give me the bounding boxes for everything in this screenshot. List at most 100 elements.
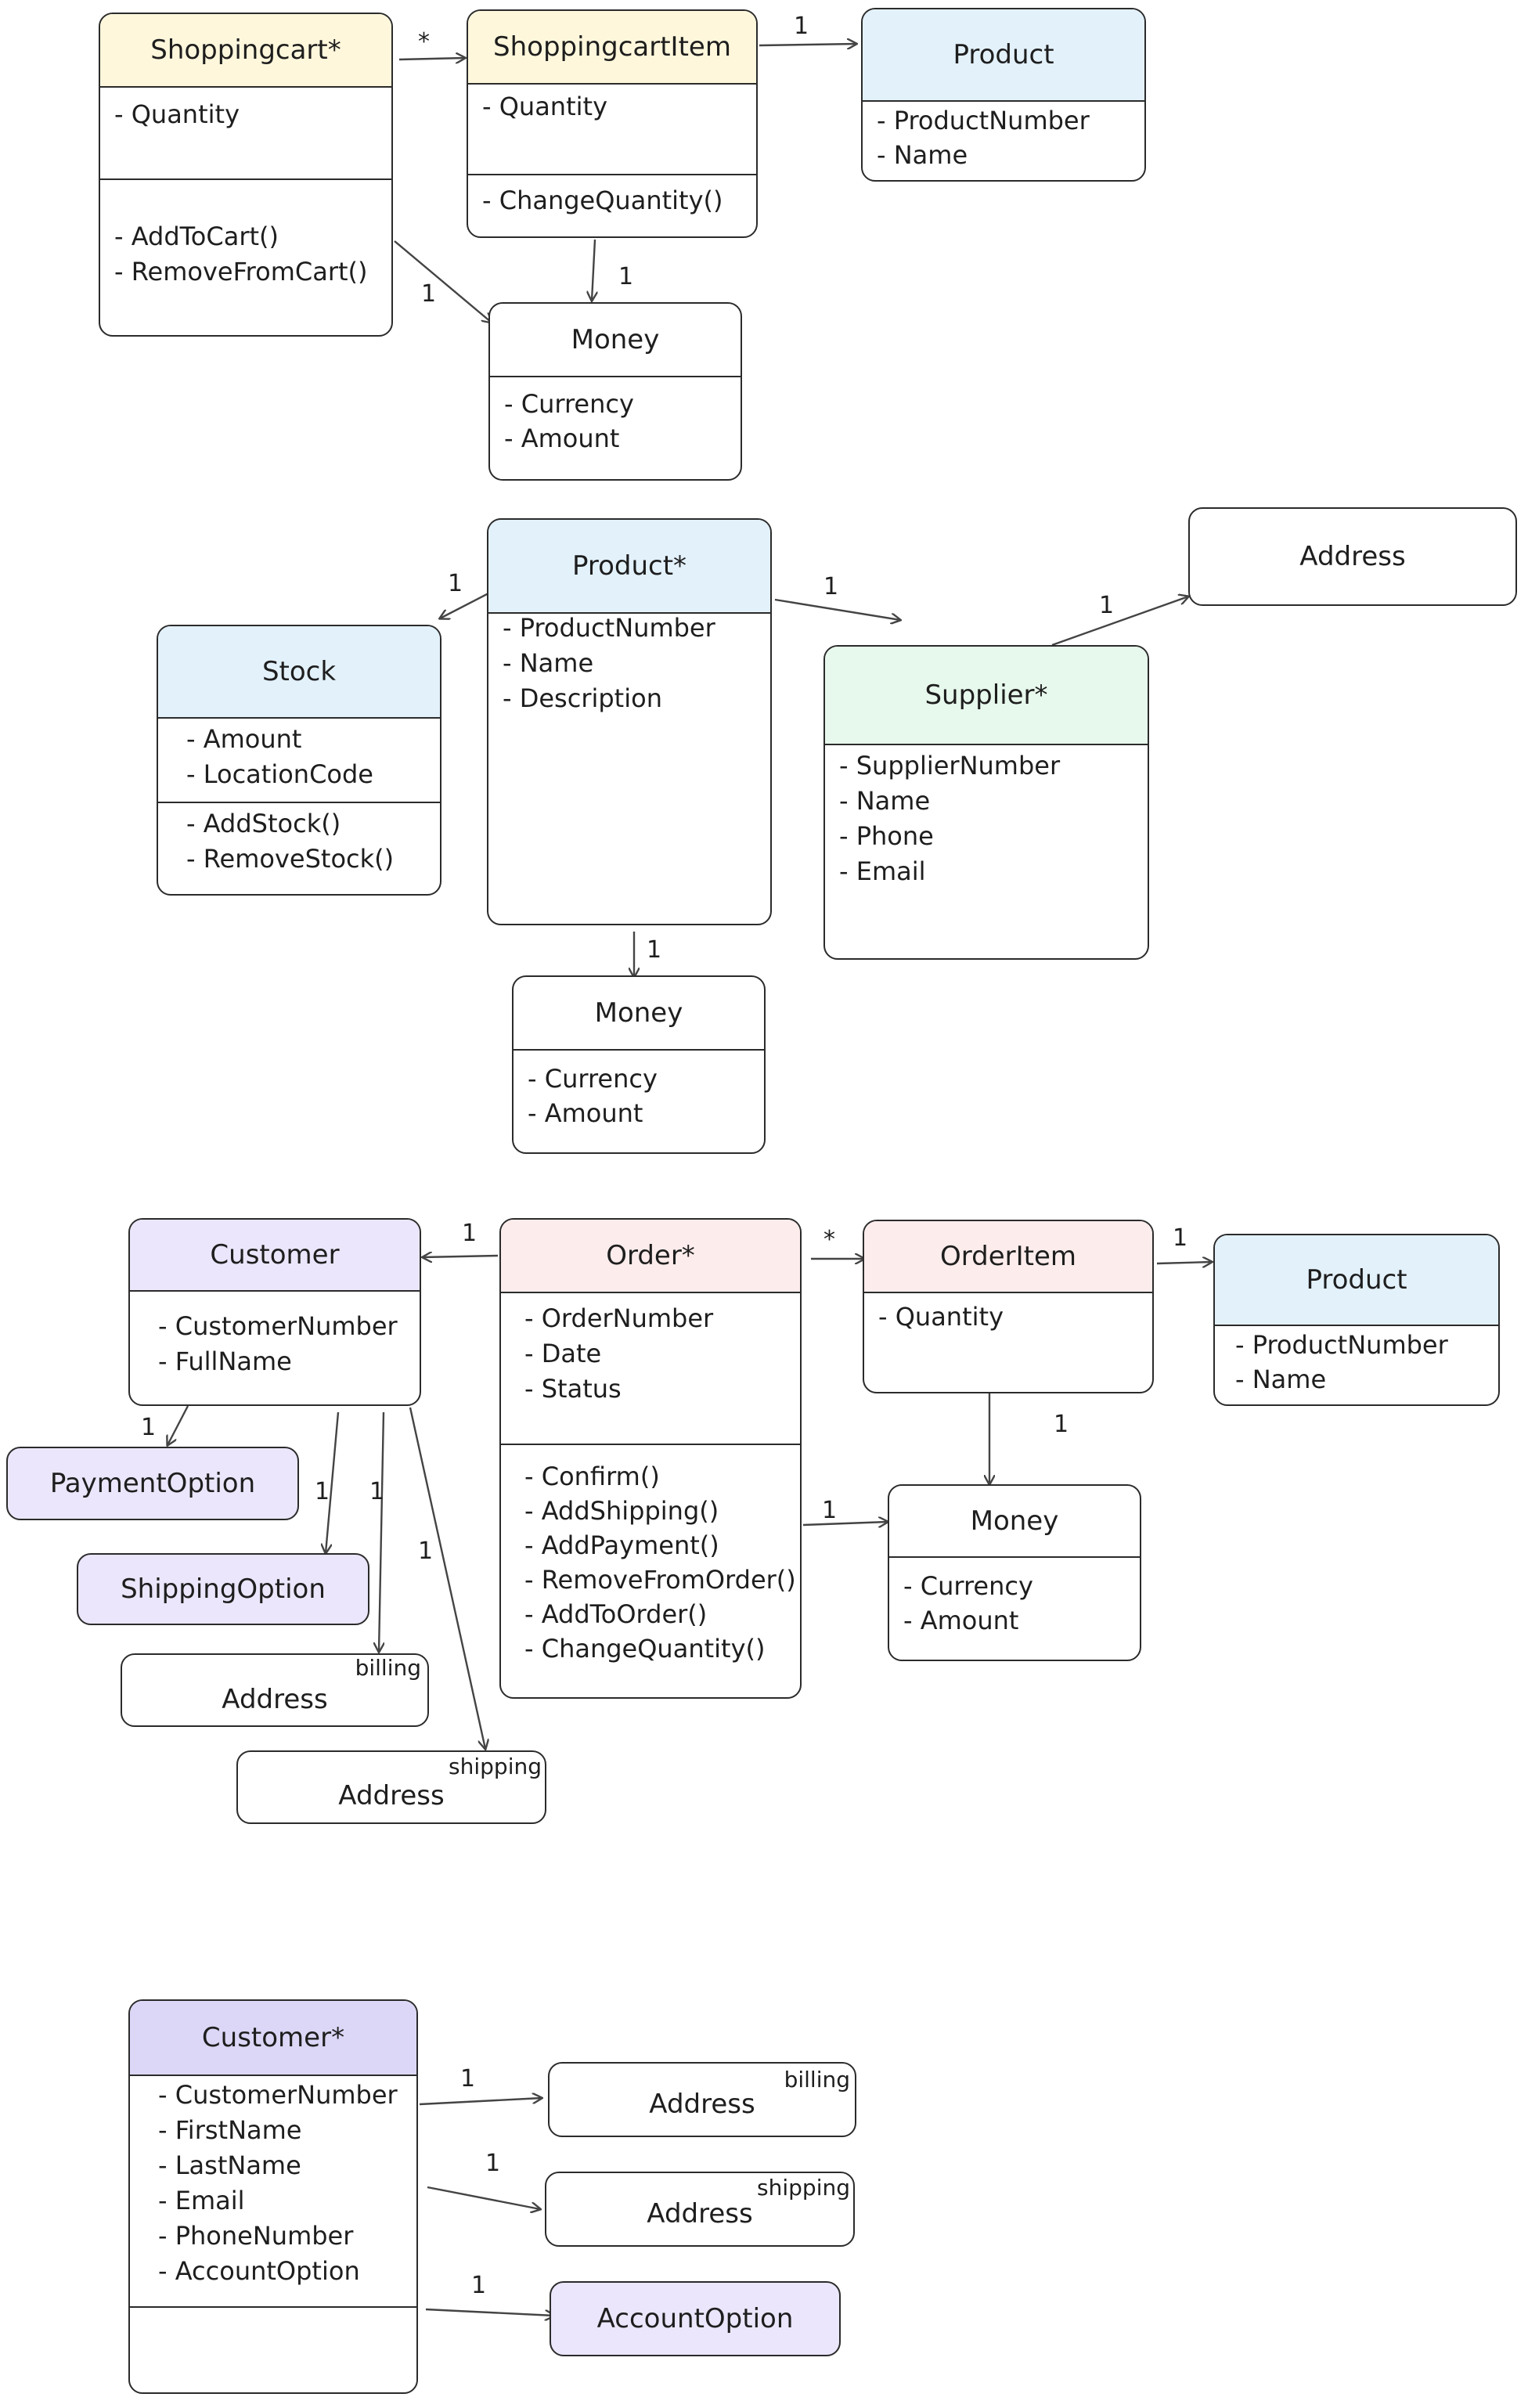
class-header: Product [863,9,1144,102]
role-label: billing [784,2067,850,2093]
class-title: Supplier* [924,680,1048,711]
attribute: - Name [503,648,594,678]
attribute: - Quantity [878,1302,1004,1332]
role-label: billing [355,1655,421,1681]
attribute: - Currency [528,1064,658,1094]
attribute-list: - CustomerNumber - FullName [158,1309,412,1379]
class-money[interactable]: Money - Currency - Amount [888,1484,1141,1661]
attribute-list: - ProductNumber - Name [877,103,1137,172]
attribute: - Date [524,1339,602,1368]
class-title: Customer* [201,2022,345,2053]
multiplicity-label: 1 [822,1497,838,1524]
attribute-list: - Quantity [482,89,748,124]
operation: - AddToOrder() [524,1599,708,1629]
operation: - AddShipping() [524,1496,719,1526]
class-title: ShippingOption [121,1573,326,1605]
attribute-list: - ProductNumber - Name - Description [503,611,762,716]
attribute-list: - Currency - Amount [903,1569,1132,1638]
multiplicity-label: 1 [823,573,839,600]
attribute: - Amount [903,1606,1019,1635]
class-money[interactable]: Money - Currency - Amount [488,302,742,481]
multiplicity-label: 1 [418,1537,434,1565]
class-title: Money [594,997,683,1029]
multiplicity-label: 1 [647,936,662,964]
class-title: AccountOption [596,2303,794,2334]
class-header: Money [490,304,741,377]
class-product[interactable]: Product - ProductNumber - Name [1213,1234,1500,1406]
operation-list: - ChangeQuantity() [482,183,748,218]
class-customer[interactable]: Customer* - CustomerNumber - FirstName -… [128,1999,418,2394]
class-address-billing[interactable]: Address billing [548,2062,856,2137]
attribute-list: - Quantity [878,1300,1144,1335]
class-customer[interactable]: Customer - CustomerNumber - FullName [128,1218,421,1406]
attribute-list: - CustomerNumber - FirstName - LastName … [158,2078,409,2289]
class-product[interactable]: Product* - ProductNumber - Name - Descri… [487,518,772,925]
class-accountoption[interactable]: AccountOption [550,2281,841,2356]
operation: - Confirm() [524,1462,660,1491]
attribute: - FirstName [158,2115,302,2145]
class-shippingoption[interactable]: ShippingOption [77,1553,369,1625]
attribute: - Status [524,1374,622,1404]
multiplicity-label: 1 [315,1478,330,1505]
edge-customer-to-billing-addr [419,2098,542,2106]
class-orderitem[interactable]: OrderItem - Quantity [863,1220,1154,1393]
multiplicity-label: 1 [618,263,634,290]
attribute: - Currency [504,389,634,419]
operation: - ChangeQuantity() [524,1634,766,1664]
divider [158,802,440,803]
operation: - ChangeQuantity() [482,186,723,215]
multiplicity-label: 1 [471,2272,487,2299]
operation-list: - AddStock() - RemoveStock() [186,806,432,877]
multiplicity-label: * [418,28,430,56]
class-title: Stock [261,656,337,687]
class-shoppingcart[interactable]: Shoppingcart* - Quantity - AddToCart() -… [99,13,393,337]
class-product[interactable]: Product - ProductNumber - Name [861,8,1146,182]
class-title: Address [338,1780,445,1811]
class-title: Address [649,2089,755,2120]
multiplicity-label: 1 [421,280,437,308]
attribute: - Quantity [482,92,607,121]
operation: - AddPayment() [524,1530,719,1560]
class-title: Money [970,1505,1059,1537]
class-supplier[interactable]: Supplier* - SupplierNumber - Name - Phon… [823,645,1149,960]
class-address[interactable]: Address [1188,507,1517,606]
multiplicity-label: 1 [141,1414,157,1441]
attribute-list: - SupplierNumber - Name - Phone - Email [839,748,1140,889]
class-order[interactable]: Order* - OrderNumber - Date - Status - C… [499,1218,802,1699]
edge-customer-to-account [425,2308,554,2316]
class-title: Product [1306,1264,1407,1296]
class-header: Money [514,977,764,1051]
attribute: - Amount [504,424,620,453]
class-shoppingcartitem[interactable]: ShoppingcartItem - Quantity - ChangeQuan… [467,9,758,238]
role-label: shipping [757,2175,850,2201]
class-stock[interactable]: Stock - Amount - LocationCode - AddStock… [157,625,441,896]
edge-item-to-product [759,44,856,45]
class-address-shipping[interactable]: Address shipping [236,1750,546,1824]
class-address-billing[interactable]: Address billing [121,1653,429,1727]
edge-product-to-supplier [774,598,900,620]
attribute: - LastName [158,2150,301,2180]
class-title: ShoppingcartItem [493,31,731,63]
class-header: Product* [488,520,770,614]
attribute: - Name [839,786,931,816]
edge-product-to-stock [440,592,489,618]
class-paymentoption[interactable]: PaymentOption [6,1447,299,1520]
class-title: Money [571,324,660,355]
attribute: - ProductNumber [1235,1330,1448,1360]
operation: - RemoveFromOrder() [524,1565,796,1595]
attribute-list: - ProductNumber - Name [1235,1328,1490,1397]
class-title: Shoppingcart* [150,34,341,66]
multiplicity-label: * [823,1226,835,1253]
attribute: - SupplierNumber [839,751,1061,780]
edge-order-to-money [802,1522,888,1525]
class-header: Stock [158,626,440,719]
class-money[interactable]: Money - Currency - Amount [512,975,766,1154]
multiplicity-label: 1 [1099,592,1115,619]
class-header: Product [1215,1235,1498,1326]
edge-customer-to-shipping [326,1411,340,1553]
operation: - AddToCart() [114,222,279,251]
attribute: - LocationCode [186,759,373,789]
class-address-shipping[interactable]: Address shipping [545,2172,855,2247]
